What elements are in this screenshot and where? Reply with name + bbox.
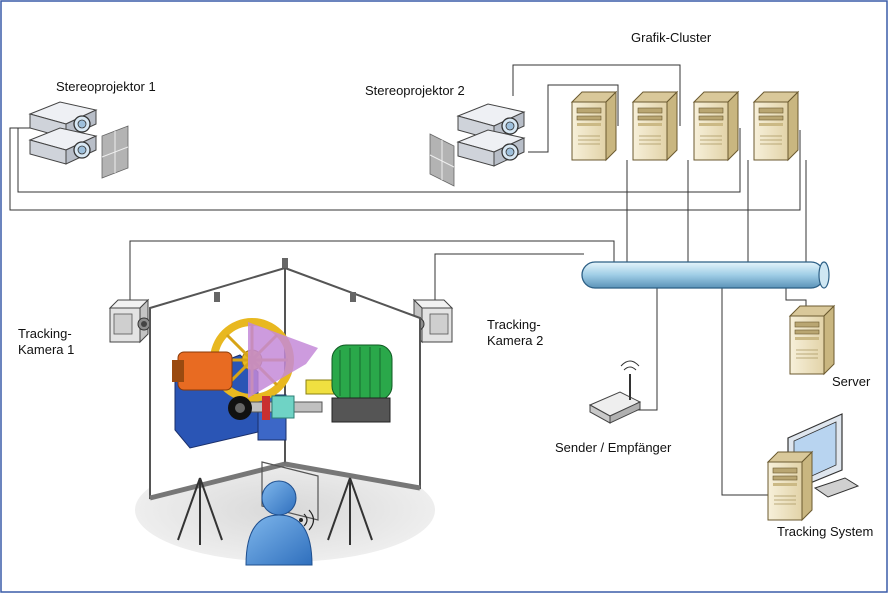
server-tower-icon-standalone [789,305,835,375]
projection-wall [135,258,435,562]
label-tracking-kamera-1: Tracking- Kamera 1 [18,326,75,357]
label-server: Server [832,374,871,389]
machine-model [172,318,393,449]
server-tower-icon-3 [693,91,739,161]
tracking-camera-icon-1 [109,299,151,343]
label-grafik-cluster: Grafik-Cluster [631,30,712,45]
label-stereoprojektor-1: Stereoprojektor 1 [56,79,156,94]
network-bus [581,261,830,289]
projector-icon-1 [29,101,129,179]
label-stereoprojektor-2: Stereoprojektor 2 [365,83,465,98]
user-icon [245,461,319,566]
label-tracking-kamera-2: Tracking- Kamera 2 [487,317,544,348]
wireless-router-icon [588,360,642,424]
connection-lines [9,64,807,496]
projector-icon-2 [429,103,525,187]
server-tower-icon-2 [632,91,678,161]
label-tracking-system: Tracking System [777,524,874,539]
workstation-icon [767,413,860,521]
label-sender-empfaenger: Sender / Empfänger [555,440,672,455]
server-tower-icon-1 [571,91,617,161]
server-tower-icon-4 [753,91,799,161]
